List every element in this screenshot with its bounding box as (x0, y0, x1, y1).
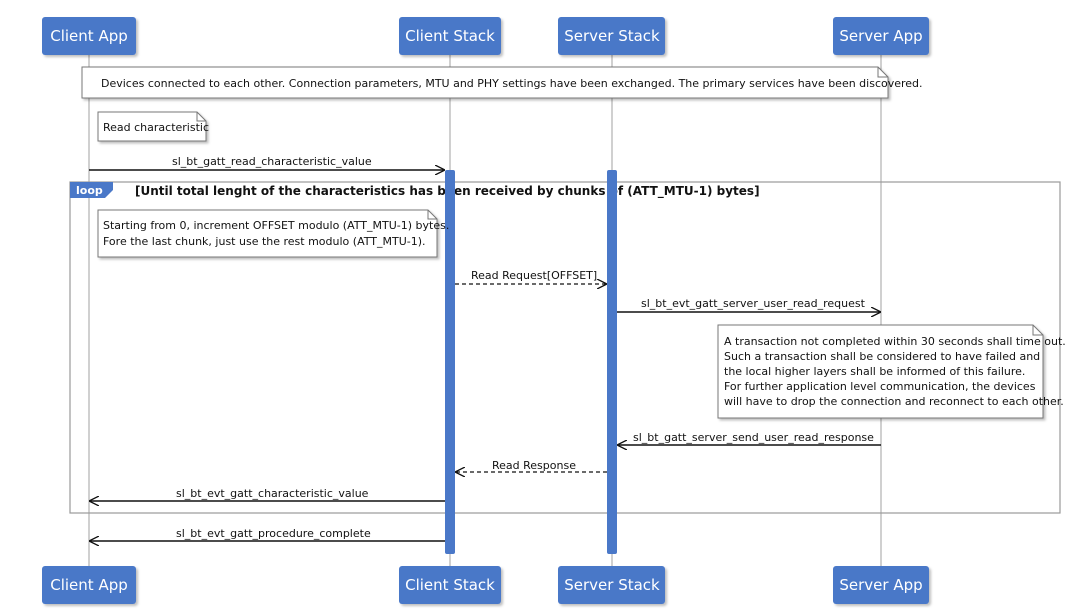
actor-client-stack-bottom-label: Client Stack (405, 576, 495, 594)
actor-server-stack-top: Server Stack (558, 17, 665, 55)
message-server-user-read-request: sl_bt_evt_gatt_server_user_read_request (617, 297, 880, 312)
message-read-request: Read Request[OFFSET] (455, 269, 606, 284)
message-read-response-label: Read Response (492, 459, 576, 472)
note-timeout: A transaction not completed within 30 se… (717, 324, 1066, 419)
note-timeout-line-2: Such a transaction shall be considered t… (724, 350, 1040, 363)
note-connected: Devices connected to each other. Connect… (81, 66, 923, 99)
message-server-user-read-request-label: sl_bt_evt_gatt_server_user_read_request (641, 297, 866, 310)
actor-server-stack-bottom: Server Stack (558, 566, 665, 604)
actor-client-app-bottom-label: Client App (50, 576, 128, 594)
note-offset-line-2: Fore the last chunk, just use the rest m… (103, 235, 426, 248)
activation-client-stack (445, 170, 455, 554)
note-read-characteristic: Read characteristic (97, 111, 209, 142)
message-send-user-read-response: sl_bt_gatt_server_send_user_read_respons… (618, 431, 881, 445)
actor-server-app-bottom-label: Server App (839, 576, 922, 594)
message-read-response: Read Response (456, 459, 607, 472)
actor-server-app-top-label: Server App (839, 27, 922, 45)
message-read-characteristic-value-label: sl_bt_gatt_read_characteristic_value (172, 155, 372, 168)
actor-client-app-bottom: Client App (42, 566, 136, 604)
actor-client-stack-top: Client Stack (399, 17, 501, 55)
actor-client-app-top: Client App (42, 17, 136, 55)
message-read-request-label: Read Request[OFFSET] (471, 269, 597, 282)
actor-client-stack-top-label: Client Stack (405, 27, 495, 45)
actor-server-stack-top-label: Server Stack (564, 27, 660, 45)
note-offset-line-1: Starting from 0, increment OFFSET modulo… (103, 219, 449, 232)
message-procedure-complete-label: sl_bt_evt_gatt_procedure_complete (176, 527, 371, 540)
message-read-characteristic-value: sl_bt_gatt_read_characteristic_value (89, 155, 444, 170)
actor-server-app-top: Server App (833, 17, 929, 55)
note-timeout-line-1: A transaction not completed within 30 se… (724, 335, 1066, 348)
note-offset: Starting from 0, increment OFFSET modulo… (97, 209, 449, 258)
note-timeout-line-3: the local higher layers shall be informe… (724, 365, 1025, 378)
message-send-user-read-response-label: sl_bt_gatt_server_send_user_read_respons… (633, 431, 874, 444)
note-timeout-line-5: will have to drop the connection and rec… (724, 395, 1064, 408)
note-connected-text: Devices connected to each other. Connect… (101, 77, 923, 90)
note-read-characteristic-text: Read characteristic (103, 121, 209, 134)
activation-server-stack (607, 170, 617, 554)
actor-server-stack-bottom-label: Server Stack (564, 576, 660, 594)
message-characteristic-value-label: sl_bt_evt_gatt_characteristic_value (176, 487, 369, 500)
loop-tag: loop (76, 184, 103, 197)
actor-client-stack-bottom: Client Stack (399, 566, 501, 604)
actor-server-app-bottom: Server App (833, 566, 929, 604)
note-timeout-line-4: For further application level communicat… (724, 380, 1036, 393)
actor-client-app-top-label: Client App (50, 27, 128, 45)
message-characteristic-value: sl_bt_evt_gatt_characteristic_value (90, 487, 445, 501)
message-procedure-complete: sl_bt_evt_gatt_procedure_complete (90, 527, 445, 541)
